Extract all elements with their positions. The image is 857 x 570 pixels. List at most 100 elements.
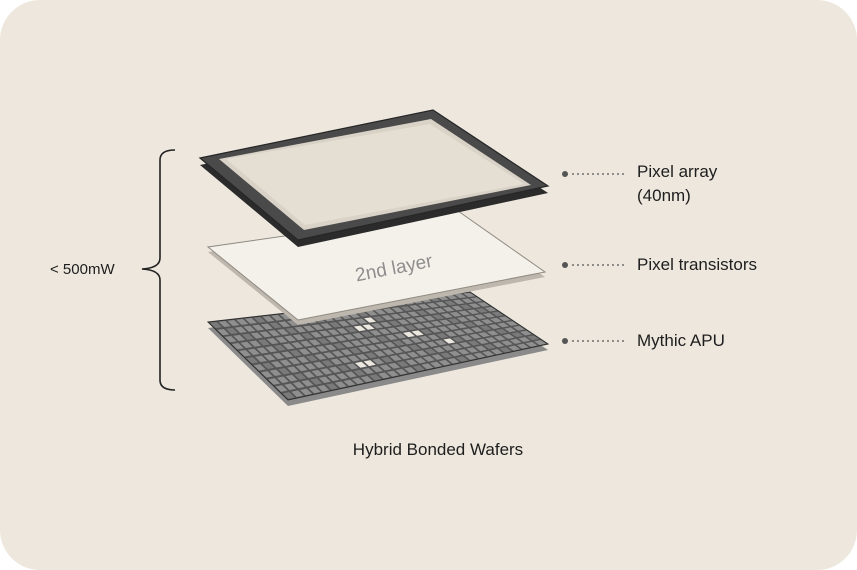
apu-cell xyxy=(326,336,339,343)
apu-cell xyxy=(231,343,244,350)
apu-cell xyxy=(472,320,485,326)
apu-cell xyxy=(441,345,454,351)
apu-cell xyxy=(399,346,412,352)
apu-cell xyxy=(357,346,370,353)
apu-cell xyxy=(391,307,404,313)
apu-cell xyxy=(234,326,247,333)
apu-cell xyxy=(454,293,467,299)
apu-cell xyxy=(372,358,385,365)
apu-cell xyxy=(452,299,465,305)
apu-cell xyxy=(449,311,462,317)
apu-cell xyxy=(333,343,346,349)
apu-cell xyxy=(468,303,481,308)
apu-cell xyxy=(366,344,379,351)
apu-cell xyxy=(257,339,271,346)
apu-cell xyxy=(417,343,430,349)
apu-cell xyxy=(329,322,342,328)
apu-cell xyxy=(297,356,310,363)
apu-cell xyxy=(511,332,524,338)
apu-cell xyxy=(490,349,503,355)
apu-cell xyxy=(371,323,384,329)
apu-cell xyxy=(467,340,480,346)
apu-cell xyxy=(353,325,366,332)
apu-cell xyxy=(534,340,547,346)
apu-cell xyxy=(444,300,457,306)
apu-cell xyxy=(284,335,297,342)
apu-cell xyxy=(412,365,425,372)
apu-cell xyxy=(495,328,508,334)
apu-cell xyxy=(476,338,489,344)
apu-cell xyxy=(398,312,411,318)
apu-cell xyxy=(365,310,378,316)
apu-cell xyxy=(404,324,417,331)
apu-cell xyxy=(276,376,289,384)
apu-cell xyxy=(409,305,422,310)
apu-cell xyxy=(508,345,521,351)
apu-cell xyxy=(270,361,284,368)
apu-cell xyxy=(379,321,392,328)
apu-cell xyxy=(291,390,304,398)
apu-cell xyxy=(392,340,405,346)
apu-cell xyxy=(478,332,491,338)
apu-cell xyxy=(317,338,330,344)
apu-cell xyxy=(390,313,403,319)
apu-cell xyxy=(318,376,331,383)
apu-cell xyxy=(362,367,375,375)
apu-cell xyxy=(413,323,426,329)
apu-cell xyxy=(474,314,487,320)
apu-cell xyxy=(437,326,450,332)
apu-cell xyxy=(260,371,273,378)
apu-cell xyxy=(430,361,443,368)
apu-cell xyxy=(372,316,385,322)
apu-cell xyxy=(416,310,429,316)
apu-cell xyxy=(470,297,483,302)
apu-cell xyxy=(276,329,289,335)
apu-cell xyxy=(302,371,315,378)
apu-layer xyxy=(206,291,550,406)
apu-cell xyxy=(414,357,427,364)
apu-cell xyxy=(301,380,314,387)
apu-cell xyxy=(339,357,352,364)
apu-cell xyxy=(310,378,323,385)
apu-cell xyxy=(491,311,504,317)
apu-cell xyxy=(369,374,382,381)
apu-cell xyxy=(456,356,469,362)
apu-cell xyxy=(485,337,498,343)
apu-cell xyxy=(395,326,408,332)
apu-cell xyxy=(354,361,368,368)
label-pixel-transistors: Pixel transistors xyxy=(637,255,757,274)
apu-cell xyxy=(427,334,440,340)
apu-cell xyxy=(336,328,349,334)
apu-cell xyxy=(253,364,266,371)
apu-cell xyxy=(444,331,457,337)
apu-cell xyxy=(463,292,476,298)
apu-cell xyxy=(479,325,492,331)
apu-cell xyxy=(347,355,360,362)
apu-cell xyxy=(439,319,452,325)
leader-bottom xyxy=(562,338,624,344)
apu-cell xyxy=(265,346,278,353)
apu-cell xyxy=(360,331,374,338)
power-label: < 500mW xyxy=(50,261,115,278)
apu-cell xyxy=(482,350,495,357)
apu-cell xyxy=(386,370,399,377)
apu-cell xyxy=(388,320,401,326)
apu-cell xyxy=(272,352,285,360)
apu-cell xyxy=(271,314,284,321)
apu-cell xyxy=(209,321,223,329)
apu-cell xyxy=(352,377,365,385)
apu-cell xyxy=(285,327,298,334)
apu-cell xyxy=(380,356,394,363)
apu-cell xyxy=(424,348,437,355)
apu-cell xyxy=(311,369,324,377)
apu-cell xyxy=(356,353,369,360)
apu-cell xyxy=(278,367,291,375)
apu-cell xyxy=(497,322,510,328)
apu-cell xyxy=(430,320,443,326)
apu-cell xyxy=(287,320,300,327)
apu-cell xyxy=(360,376,373,383)
apu-cell xyxy=(241,333,255,340)
apu-cell xyxy=(279,313,292,320)
apu-cell xyxy=(375,343,388,350)
apu-cell xyxy=(401,338,414,345)
